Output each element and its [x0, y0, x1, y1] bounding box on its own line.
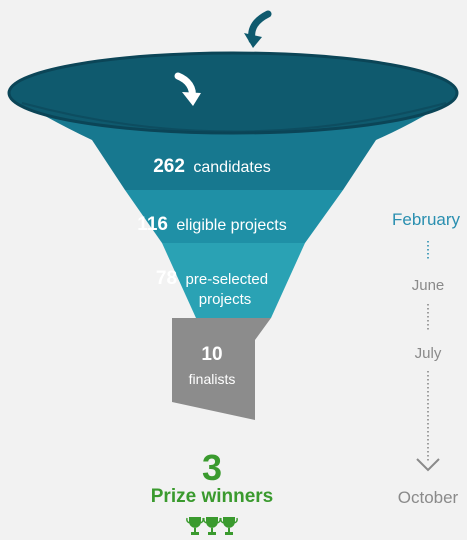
timeline-month-october: October: [398, 488, 459, 507]
finalists-number: 10: [201, 344, 222, 365]
funnel-band-preselected: [162, 243, 305, 318]
funnel-rim: [7, 51, 459, 135]
candidates-label: 262 candidates: [153, 156, 271, 177]
trophy-icon: [220, 517, 238, 535]
preselected-label-line2: projects: [199, 291, 252, 308]
eligible-label: 116 eligible projects: [137, 214, 286, 235]
funnel-band-candidates: [92, 140, 376, 190]
chevron-down-icon: [416, 458, 440, 472]
timeline-month-june: June: [412, 277, 445, 294]
preselected-label: 78 pre-selected: [156, 268, 268, 289]
curved-arrow-down-icon: [174, 72, 201, 106]
trophy-icon: [186, 517, 204, 535]
finalists-label: finalists: [189, 371, 236, 387]
trophies: [186, 517, 238, 535]
winners-number: 3: [202, 447, 222, 488]
trophy-icon: [203, 517, 221, 535]
winners-label: Prize winners: [151, 486, 274, 507]
timeline-month-july: July: [415, 345, 442, 362]
timeline: February June July October: [392, 210, 461, 507]
timeline-month-february: February: [392, 210, 461, 229]
funnel: [7, 51, 459, 420]
curved-arrow-down-icon: [244, 10, 272, 48]
funnel-spout-finalists: [172, 318, 271, 420]
funnel-band-eligible: [125, 190, 343, 243]
